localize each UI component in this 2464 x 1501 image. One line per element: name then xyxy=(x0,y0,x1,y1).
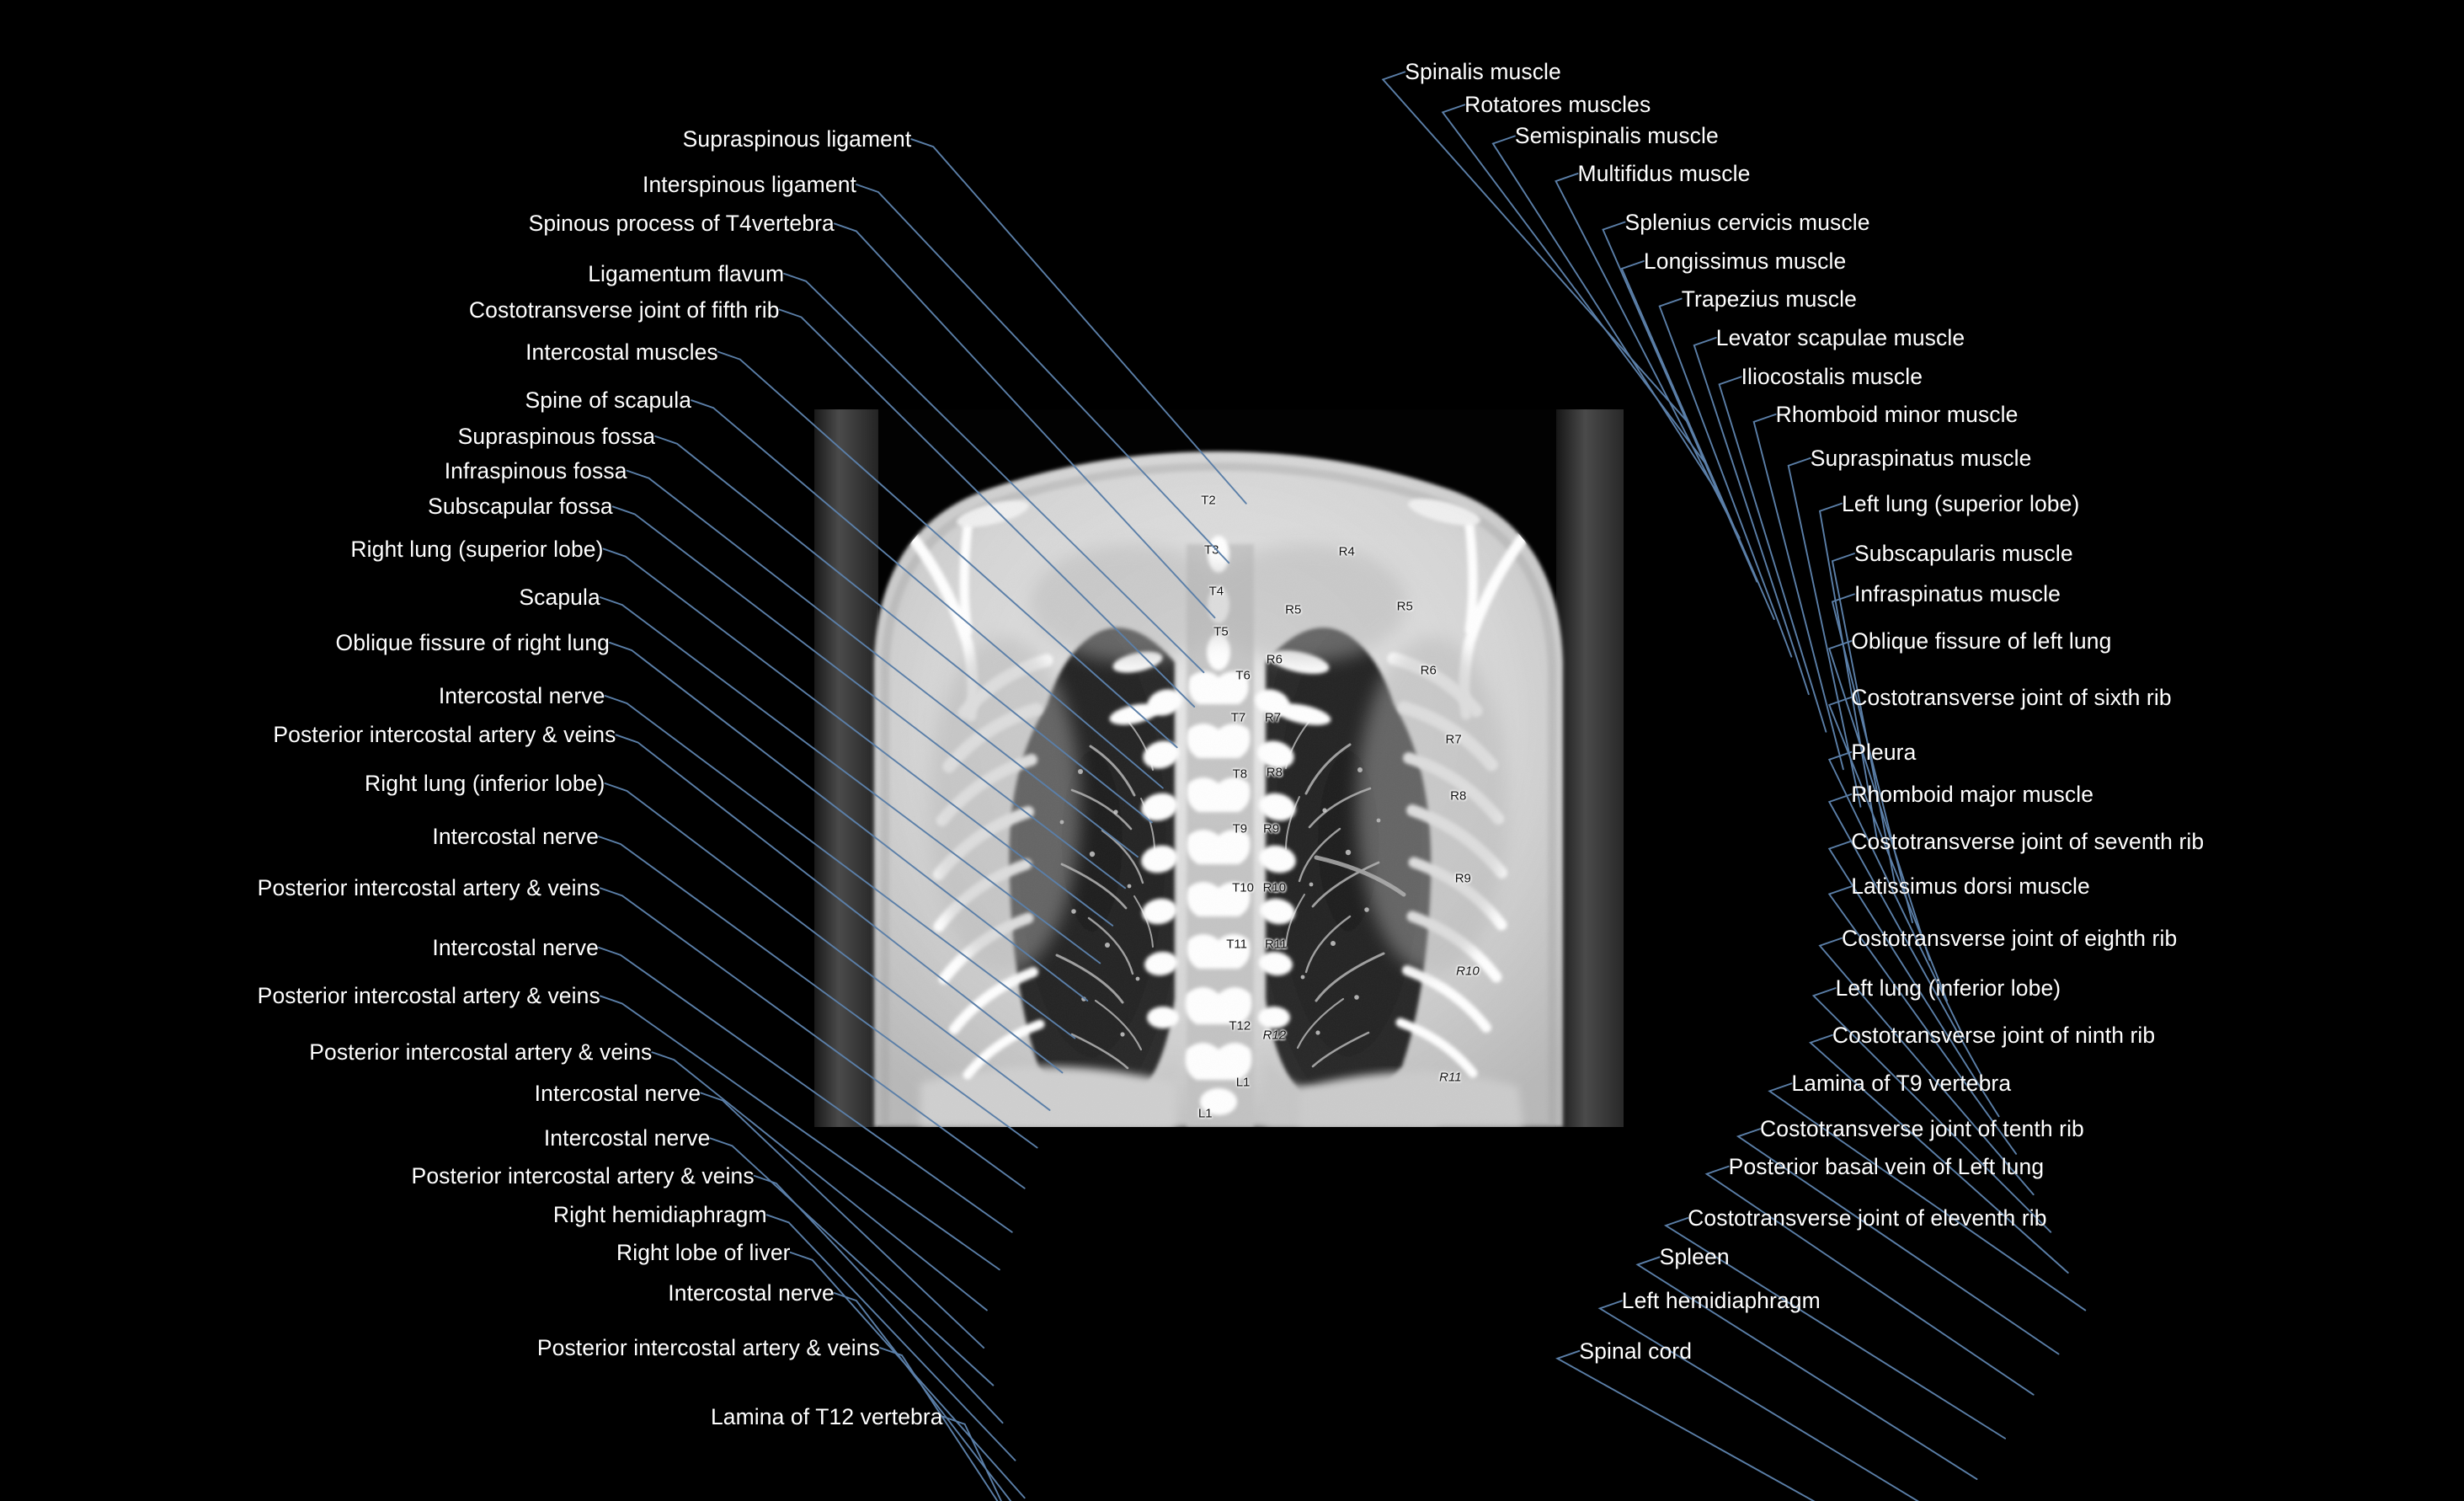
level-tag: T12 xyxy=(1229,1018,1251,1034)
level-tag: R5 xyxy=(1396,599,1413,614)
leader-line xyxy=(1658,297,1793,658)
annotation-label: Spinalis muscle xyxy=(1405,59,1561,85)
annotation-label: Intercostal nerve xyxy=(534,1080,701,1106)
annotation-label: Intercostal nerve xyxy=(438,682,605,708)
level-tag: R8 xyxy=(1266,765,1283,780)
annotation-label: Costotransverse joint of ninth rib xyxy=(1832,1022,2156,1048)
annotation-label: Semispinalis muscle xyxy=(1514,123,1719,149)
annotation-label: Rotatores muscles xyxy=(1464,92,1651,118)
level-tag: R10 xyxy=(1262,880,1287,895)
level-tag: T11 xyxy=(1226,937,1247,952)
annotation-label: Pleura xyxy=(1851,739,1917,765)
annotation-label: Intercostal nerve xyxy=(543,1125,711,1151)
annotation-label: Left lung (inferior lobe) xyxy=(1835,975,2061,1001)
annotation-label: Right hemidiaphragm xyxy=(552,1202,767,1228)
level-tag: R10 xyxy=(1456,964,1480,979)
annotation-label: Levator scapulae muscle xyxy=(1715,324,1965,350)
annotation-label: Oblique fissure of left lung xyxy=(1851,628,2112,654)
annotation-label: Posterior intercostal artery & veins xyxy=(257,983,600,1009)
annotation-label: Latissimus dorsi muscle xyxy=(1851,873,2090,900)
annotation-label: Supraspinatus muscle xyxy=(1810,445,2032,471)
annotation-label: Posterior intercostal artery & veins xyxy=(273,722,616,748)
annotation-label: Multifidus muscle xyxy=(1577,160,1751,186)
level-tag: R5 xyxy=(1285,602,1302,617)
leader-line xyxy=(1718,376,1827,733)
level-tag: R7 xyxy=(1264,710,1282,725)
level-tag: T3 xyxy=(1203,542,1219,558)
level-tag: R6 xyxy=(1420,663,1437,678)
level-tag: R7 xyxy=(1445,732,1462,747)
annotation-label: Costotransverse joint of eleventh rib xyxy=(1688,1205,2047,1231)
annotation-label: Oblique fissure of right lung xyxy=(335,629,611,655)
annotation-label: Spine of scapula xyxy=(525,387,692,413)
annotation-label: Right lung (inferior lobe) xyxy=(365,770,605,796)
level-tag: R6 xyxy=(1266,652,1283,667)
annotation-label: Rhomboid minor muscle xyxy=(1775,401,2019,427)
annotation-label: Costotransverse joint of eighth rib xyxy=(1842,925,2178,951)
level-tag: R12 xyxy=(1262,1028,1287,1043)
annotation-label: Costotransverse joint of tenth rib xyxy=(1760,1115,2084,1141)
annotation-label: Ligamentum flavum xyxy=(588,260,785,286)
annotation-label: Interspinous ligament xyxy=(643,171,856,197)
level-tag: R9 xyxy=(1454,871,1471,886)
leader-line xyxy=(1704,1165,2035,1396)
level-tag: L1 xyxy=(1197,1106,1213,1121)
level-tag: R9 xyxy=(1263,821,1280,836)
annotation-label: Posterior basal vein of Left lung xyxy=(1728,1153,2045,1179)
annotation-label: Subscapularis muscle xyxy=(1853,540,2073,566)
annotation-label: Spinous process of T4vertebra xyxy=(528,211,835,237)
level-tag: T4 xyxy=(1208,584,1224,599)
annotation-label: Longissimus muscle xyxy=(1643,248,1847,274)
annotation-label: Trapezius muscle xyxy=(1681,286,1857,312)
level-tag: T2 xyxy=(1201,493,1216,508)
leader-line xyxy=(1555,1349,1816,1501)
annotation-label: Scapula xyxy=(519,584,600,610)
annotation-label: Infraspinous fossa xyxy=(444,457,627,483)
level-tag: T6 xyxy=(1235,668,1251,683)
annotation-label: Rhomboid major muscle xyxy=(1851,781,2094,807)
annotation-label: Posterior intercostal artery & veins xyxy=(536,1334,880,1360)
level-tag: R11 xyxy=(1265,937,1288,952)
annotation-label: Subscapular fossa xyxy=(428,494,613,520)
annotation-label: Lamina of T9 vertebra xyxy=(1791,1071,2012,1097)
annotation-label: Left hemidiaphragm xyxy=(1621,1288,1821,1314)
annotation-label: Right lung (superior lobe) xyxy=(350,536,604,562)
annotation-label: Intercostal nerve xyxy=(668,1279,835,1306)
annotation-label: Spinal cord xyxy=(1579,1338,1693,1364)
annotation-label: Posterior intercostal artery & veins xyxy=(309,1039,653,1065)
annotation-label: Lamina of T12 vertebra xyxy=(710,1403,943,1429)
level-tag: T5 xyxy=(1213,624,1229,639)
annotation-label: Intercostal nerve xyxy=(432,823,599,849)
annotation-label: Costotransverse joint of seventh rib xyxy=(1851,828,2205,854)
leader-line xyxy=(1597,1300,1919,1501)
annotation-label: Posterior intercostal artery & veins xyxy=(411,1162,755,1189)
level-tag: L1 xyxy=(1235,1075,1251,1090)
level-tag: T7 xyxy=(1230,710,1246,725)
annotation-label: Iliocostalis muscle xyxy=(1741,364,1923,390)
level-tag: T8 xyxy=(1232,767,1248,782)
annotation-label: Costotransverse joint of fifth rib xyxy=(468,296,780,323)
annotation-label: Spleen xyxy=(1659,1244,1730,1270)
leader-line xyxy=(1693,337,1810,696)
level-tag: T10 xyxy=(1232,880,1254,895)
annotation-label: Costotransverse joint of sixth rib xyxy=(1851,684,2172,710)
leader-line xyxy=(1620,260,1775,621)
level-tag: R8 xyxy=(1450,788,1467,804)
annotation-label: Posterior intercostal artery & veins xyxy=(257,875,600,901)
level-tag: R4 xyxy=(1338,544,1355,559)
annotation-label: Supraspinous ligament xyxy=(682,126,912,152)
annotation-label: Right lobe of liver xyxy=(616,1239,791,1265)
leader-line xyxy=(941,1415,1002,1501)
annotation-label: Left lung (superior lobe) xyxy=(1842,490,2080,516)
leader-line xyxy=(833,1292,1012,1501)
annotation-label: Intercostal nerve xyxy=(432,934,599,960)
annotation-label: Splenius cervicis muscle xyxy=(1624,209,1870,235)
level-tag: T9 xyxy=(1232,821,1248,836)
annotation-label: Supraspinous fossa xyxy=(457,423,656,449)
annotation-label: Infraspinatus muscle xyxy=(1853,581,2061,607)
annotation-label: Intercostal muscles xyxy=(525,339,718,365)
level-tag: R11 xyxy=(1439,1070,1462,1085)
